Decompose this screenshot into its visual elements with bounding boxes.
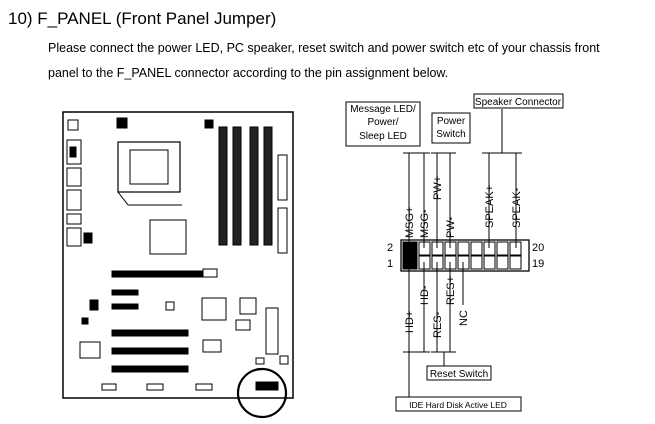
pin-header-diagram: [345, 93, 564, 412]
message-led-label-2: Power/: [367, 117, 398, 128]
speaker-connector-label: Speaker Connector: [475, 97, 562, 108]
pin-label-hd-plus: HD+: [404, 311, 416, 333]
motherboard-illustration: [62, 111, 294, 419]
power-switch-box: [431, 112, 471, 144]
pin-label-res-plus: RES+: [445, 276, 457, 305]
pin-label-msg-plus: MSG+: [404, 207, 416, 238]
pin-number-1: 1: [387, 258, 393, 270]
pin-label-hd-minus: HD-: [419, 285, 431, 305]
pin-label-nc: NC: [458, 310, 470, 326]
message-led-label-1: Message LED/: [350, 104, 416, 115]
power-switch-label-2: Switch: [436, 129, 465, 140]
message-led-label-3: Sleep LED: [359, 131, 407, 142]
pin-2: [402, 241, 418, 256]
fpanel-highlight-circle: [236, 367, 288, 419]
pin-number-2: 2: [387, 242, 393, 254]
pin-label-msg-minus: MSG-: [419, 209, 431, 238]
pin-1: [402, 255, 418, 270]
power-switch-label-1: Power: [437, 116, 466, 127]
pin-number-19: 19: [532, 258, 544, 270]
pin-label-speak-plus: SPEAK+: [484, 185, 496, 228]
description-line-1: Please connect the power LED, PC speaker…: [48, 41, 600, 55]
ide-led-label: IDE Hard Disk Active LED: [409, 400, 507, 410]
fpanel-connector-outline: [400, 239, 530, 272]
reset-switch-box: [426, 365, 492, 381]
message-led-box: [345, 101, 421, 147]
description-line-2: panel to the F_PANEL connector according…: [48, 66, 449, 80]
pin-label-speak-minus: SPEAK-: [511, 187, 523, 228]
pin-label-res-minus: RES-: [432, 311, 444, 338]
pin-label-pw-plus: PW+: [432, 176, 444, 200]
reset-switch-label: Reset Switch: [430, 369, 488, 380]
pin-columns: [418, 241, 522, 270]
pin-label-pw-minus: PW-: [445, 216, 457, 238]
speaker-connector-box: [473, 93, 564, 109]
section-heading: 10) F_PANEL (Front Panel Jumper): [8, 9, 277, 28]
pin-number-20: 20: [532, 242, 544, 254]
ide-led-box: [395, 396, 522, 412]
